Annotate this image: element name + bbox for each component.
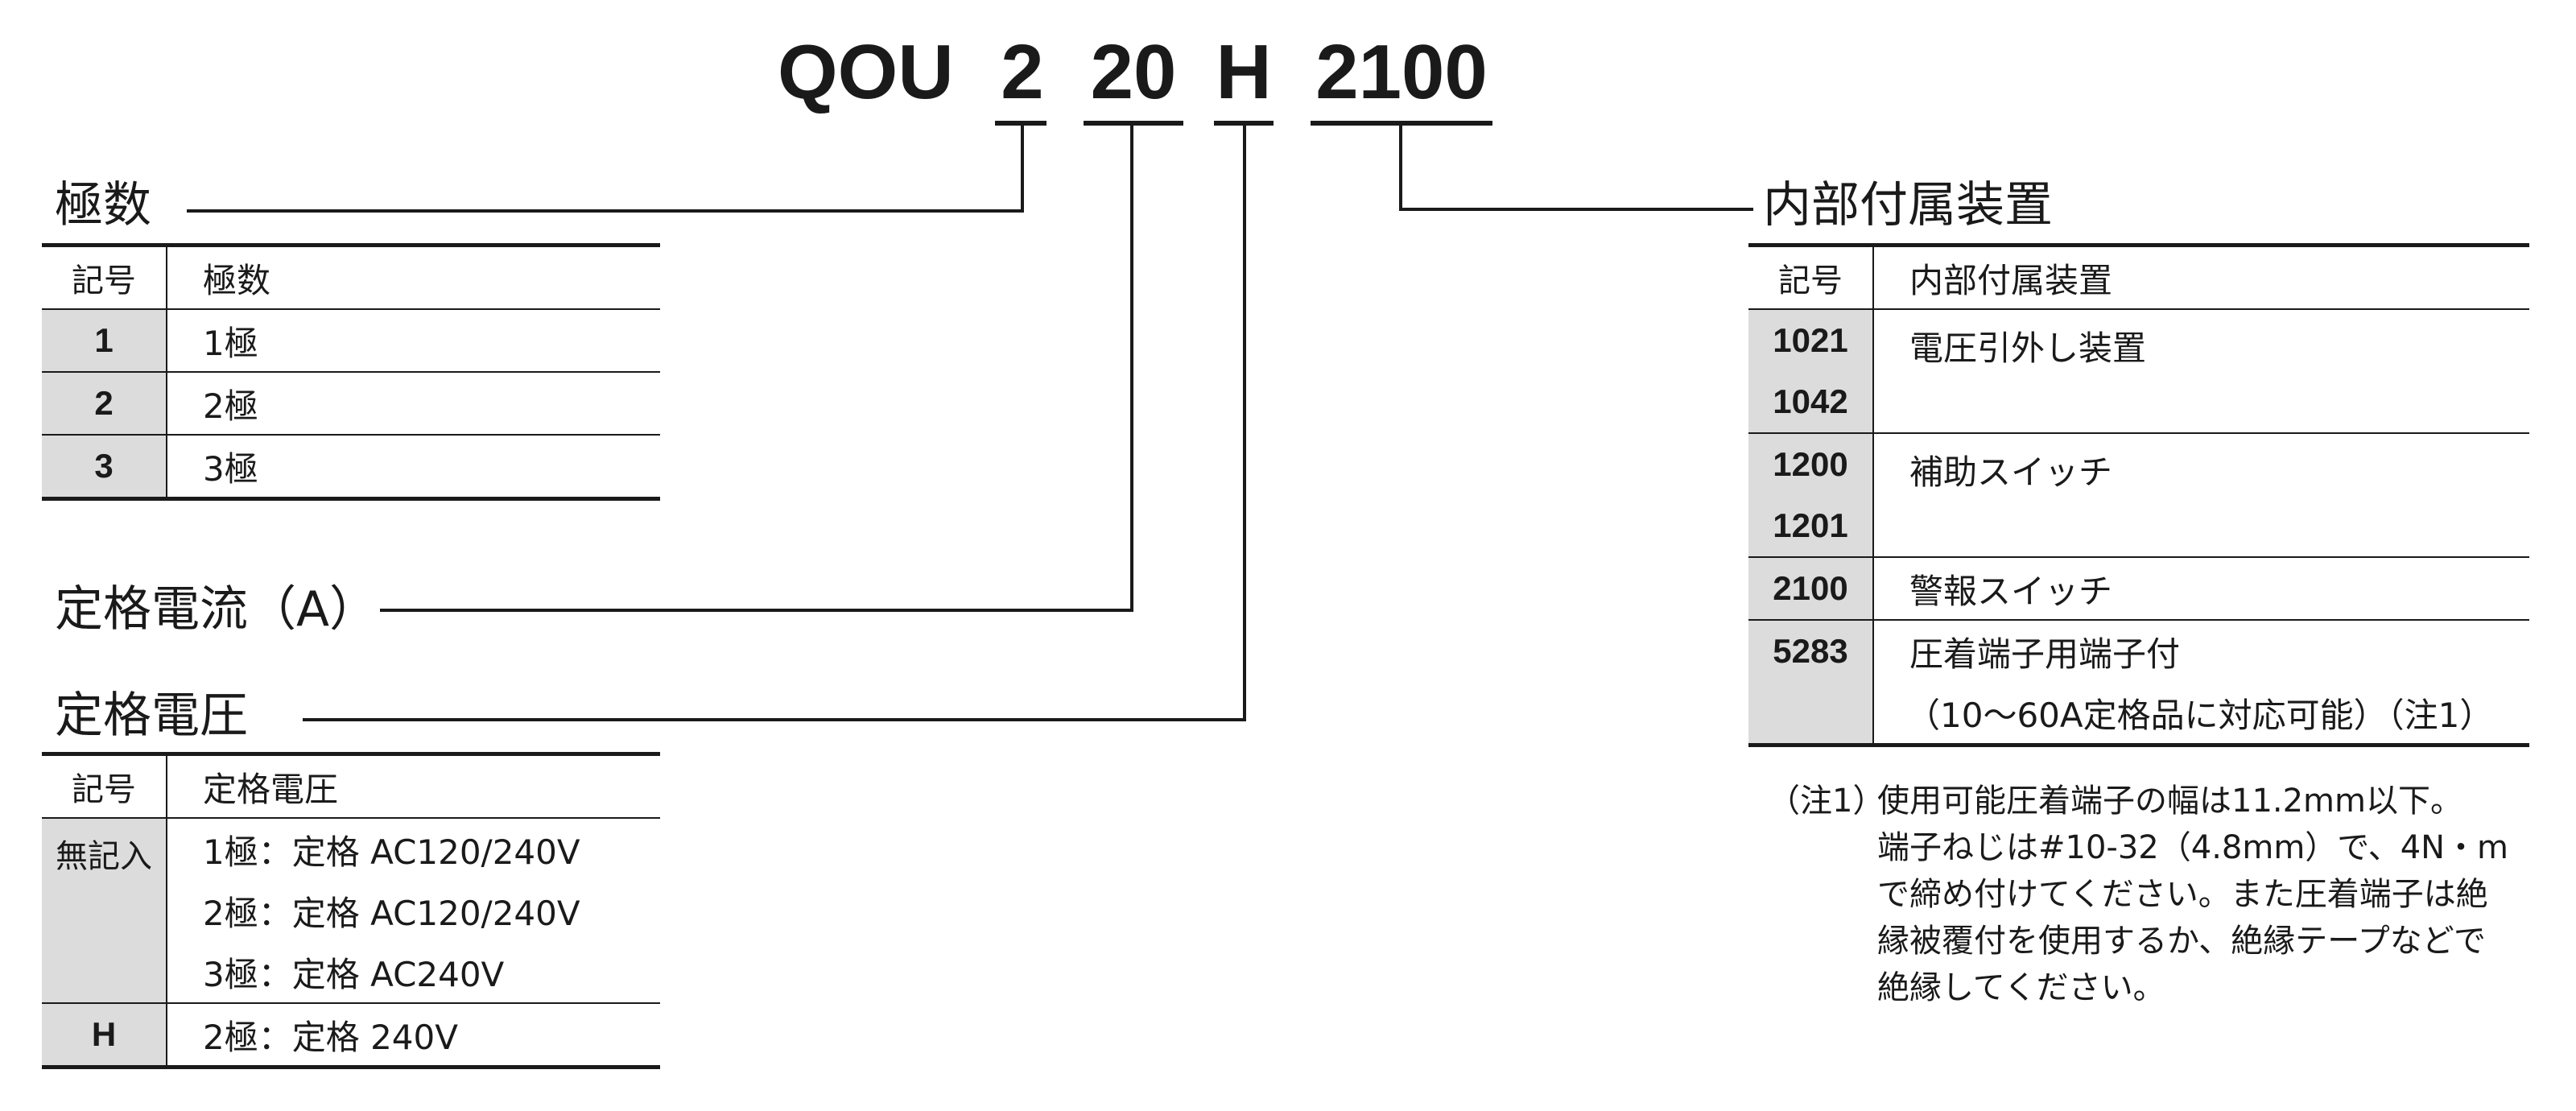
poles-table: 記号 極数 1 1極 2 2極 3 3極 <box>42 243 660 501</box>
table-row: 3極：定格 AC240V <box>42 941 660 1004</box>
row-code: 2 <box>42 372 167 436</box>
header-code: 記号 <box>42 245 167 310</box>
footnote-body: 使用可能圧着端子の幅は11.2mm以下。 端子ねじは#10-32（4.8mm）で… <box>1877 778 2521 1011</box>
table-row: 1 1極 <box>42 309 660 373</box>
row-desc: 3極 <box>203 448 258 489</box>
accessories-table-header: 記号 内部付属装置 <box>1748 245 2529 310</box>
row-code: 1042 <box>1748 371 1874 434</box>
leader-voltage-vertical <box>1243 126 1246 721</box>
row-desc: 補助スイッチ <box>1873 433 2529 558</box>
header-accessory: 内部付属装置 <box>1873 245 2529 310</box>
leader-current-horizontal <box>380 609 1133 612</box>
table-row: 1042 <box>1748 371 2529 434</box>
row-desc: 圧着端子用端子付 <box>1909 634 2181 674</box>
table-row: 1201 <box>1748 495 2529 558</box>
table-row: 2100 警報スイッチ <box>1748 557 2529 621</box>
row-desc: 2極：定格 AC120/240V <box>203 893 580 933</box>
model-prefix: QOU <box>778 29 954 115</box>
table-row: 2極：定格 AC120/240V <box>42 880 660 941</box>
footnote-line: 縁被覆付を使用するか、絶縁テープなどで <box>1877 923 2486 960</box>
underline-voltage <box>1214 121 1274 126</box>
header-code: 記号 <box>42 754 167 819</box>
row-desc: 2極：定格 240V <box>203 1017 458 1057</box>
row-code: 5283 <box>1748 620 1874 745</box>
voltage-table: 記号 定格電圧 無記入 1極：定格 AC120/240V 2極：定格 AC120… <box>42 752 660 1069</box>
leader-accessory-horizontal <box>1399 208 1753 211</box>
footnote-line: 使用可能圧着端子の幅は11.2mm以下。 <box>1877 783 2462 820</box>
model-segment-accessory: 2100 <box>1315 29 1488 115</box>
model-segment-current: 20 <box>1090 29 1177 115</box>
rated-voltage-title: 定格電圧 <box>55 688 248 744</box>
row-desc: 2極 <box>167 372 660 436</box>
voltage-table-header: 記号 定格電圧 <box>42 754 660 819</box>
row-desc-line: （10～60A定格品に対応可能）（注1） <box>1906 695 2494 735</box>
leader-accessory-vertical <box>1399 126 1402 211</box>
rated-current-title: 定格電流（A） <box>55 581 378 638</box>
leader-poles-horizontal <box>187 209 1024 213</box>
header-poles: 極数 <box>167 245 660 310</box>
row-code: 1 <box>42 309 167 373</box>
row-desc: 警報スイッチ <box>1873 557 2529 621</box>
row-desc: （10～60A定格品に対応可能）（注1） <box>1873 682 2529 745</box>
footnote-label: （注1） <box>1768 783 1885 820</box>
underline-poles <box>995 121 1046 126</box>
row-code: H <box>42 1003 167 1068</box>
row-code: 2100 <box>1748 557 1874 621</box>
poles-title: 極数 <box>55 177 151 233</box>
footnote-line: で締め付けてください。また圧着端子は絶 <box>1877 876 2488 913</box>
row-desc: 3極：定格 AC240V <box>167 941 660 1004</box>
model-segment-voltage: H <box>1216 29 1272 115</box>
accessories-table: 記号 内部付属装置 1021 電圧引外し装置 1042 1200 補助スイッチ … <box>1748 243 2529 747</box>
table-row: 1021 電圧引外し装置 <box>1748 309 2529 434</box>
footnote-line: 絶縁してください。 <box>1877 969 2165 1006</box>
footnote-line: 端子ねじは#10-32（4.8mm）で、4N・m <box>1877 829 2509 866</box>
table-row: 5283 圧着端子用端子付 <box>1748 620 2529 745</box>
row-code: 1200 <box>1748 433 1874 495</box>
table-row: 3 3極 <box>42 435 660 499</box>
header-voltage: 定格電圧 <box>167 754 660 819</box>
table-row: 無記入 1極：定格 AC120/240V <box>42 818 660 1004</box>
table-row: 1200 補助スイッチ <box>1748 433 2529 558</box>
table-row: H 2極：定格 240V <box>42 1003 660 1068</box>
leader-current-vertical <box>1130 126 1133 612</box>
leader-voltage-horizontal <box>303 718 1246 721</box>
header-code: 記号 <box>1748 245 1874 310</box>
table-row: 2 2極 <box>42 372 660 436</box>
footnote: （注1） 使用可能圧着端子の幅は11.2mm以下。 端子ねじは#10-32（4.… <box>1768 778 2557 1019</box>
poles-table-header: 記号 極数 <box>42 245 660 310</box>
underline-accessory <box>1311 121 1492 126</box>
leader-poles-vertical <box>1021 126 1024 213</box>
model-segment-poles: 2 <box>1001 29 1044 115</box>
underline-current <box>1084 121 1183 126</box>
row-desc: 電圧引外し装置 <box>1873 309 2529 434</box>
row-desc: 1極 <box>167 309 660 373</box>
row-code: 3 <box>42 435 167 499</box>
row-code: 無記入 <box>42 818 167 1004</box>
row-desc: 1極：定格 AC120/240V <box>203 832 580 872</box>
row-code: 1201 <box>1748 495 1874 558</box>
row-code: 1021 <box>1748 309 1874 371</box>
accessories-title: 内部付属装置 <box>1763 177 2053 233</box>
table-row: （10～60A定格品に対応可能）（注1） <box>1748 682 2529 745</box>
